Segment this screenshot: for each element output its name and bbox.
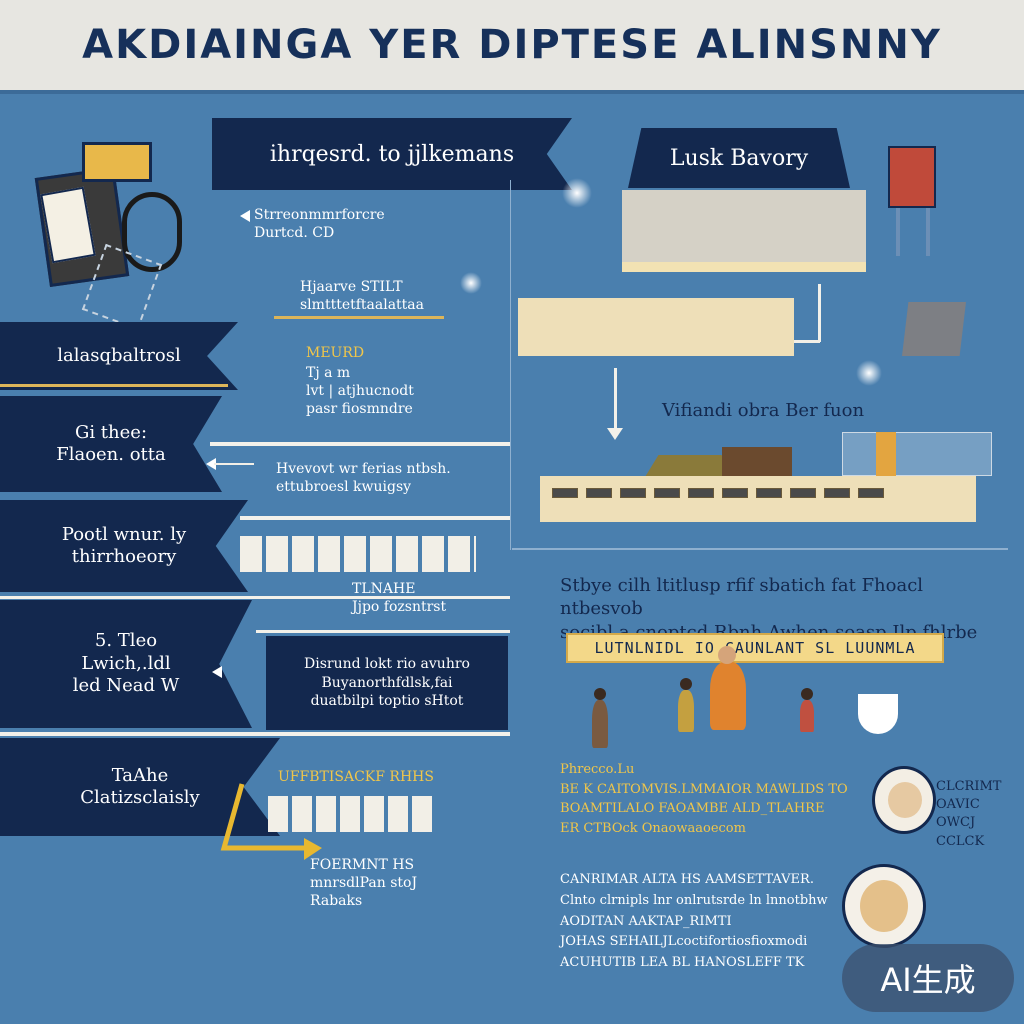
section-title: ihrqesrd. to jjlkemans	[269, 141, 515, 167]
divider-4	[0, 596, 510, 599]
divider-6	[0, 732, 510, 736]
person-icon	[592, 700, 608, 748]
person-head	[594, 688, 606, 700]
arrow-down-line	[614, 368, 617, 434]
arrow-icon	[240, 210, 250, 222]
window-row	[552, 488, 884, 498]
arrow-icon	[212, 666, 222, 678]
sparkle	[856, 360, 882, 386]
factory-icon	[622, 190, 866, 270]
disc-inner	[860, 880, 908, 932]
page-title: AKDIAINGA YER DIPTESE ALINSNNY	[82, 22, 942, 68]
person-icon	[710, 662, 746, 730]
banner-4: 5. Tleo Lwich,.ldl led Nead W	[0, 600, 252, 728]
bar-graphic-2	[268, 796, 436, 832]
info-box: Disrund lokt rio avuhro Buyanorthfdlsk,f…	[266, 636, 508, 730]
gold-arrow-icon	[220, 783, 322, 860]
column-divider	[510, 180, 511, 550]
glass-structure	[842, 432, 992, 476]
sparkle	[562, 178, 592, 208]
factory-floor	[622, 262, 866, 272]
robot-arm-icon	[902, 302, 966, 356]
ai-generated-label: AI生成	[880, 961, 976, 999]
person-head	[680, 678, 692, 690]
gold-note: MEURD	[306, 345, 365, 361]
factory-icon	[540, 476, 976, 522]
note-4: Hvevovt wr ferias ntbsh. ettubroesl kwui…	[276, 461, 451, 496]
divider-3	[240, 516, 510, 520]
header: AKDIAINGA YER DIPTESE ALINSNNY	[0, 0, 1024, 90]
note-2: Hjaarve STILT slmtttetftaalattaa	[300, 279, 424, 314]
bowl-icon	[858, 694, 898, 734]
banner-2-label: Gi thee: Flaoen. otta	[56, 421, 166, 466]
connector	[794, 340, 820, 343]
gold-bar-text: LUTNLNIDL IO CAUNLANT SL LUUNMLA	[594, 639, 916, 657]
arrow-icon	[206, 458, 216, 470]
banner-3-label: Pootl wnur. ly thirrhoeory	[61, 523, 187, 568]
person-icon	[678, 690, 694, 732]
bottom-note: FOERMNT HS mnrsdlPan stoJ Rabaks	[310, 857, 418, 910]
top-note: Strreonmmrforcre Durtcd. CD	[254, 207, 385, 242]
machine-legs	[896, 208, 930, 256]
roof	[722, 447, 792, 477]
person-head	[801, 688, 813, 700]
machine-icon	[22, 142, 202, 331]
person-icon	[800, 700, 814, 732]
divider-5	[256, 630, 510, 633]
person-head	[718, 646, 736, 664]
banner-4-label: 5. Tleo Lwich,.ldl led Nead W	[72, 630, 180, 697]
banner-3: Pootl wnur. ly thirrhoeory	[0, 500, 248, 592]
banner-1-label: lalasqbaltrosl	[57, 344, 181, 366]
connector	[818, 284, 821, 342]
people-notes-right: CLCRIMT OAVIC OWCJ CCLCK	[936, 779, 1002, 849]
right-ribbon: Lusk Bavory	[628, 128, 850, 188]
banner-2: Gi thee: Flaoen. otta	[0, 396, 222, 492]
ground-line	[512, 548, 1008, 550]
roof	[645, 455, 735, 477]
pointer-line	[214, 463, 254, 465]
sparkle	[460, 272, 482, 294]
arrow-down-icon	[607, 428, 623, 440]
gold-bar: LUTNLNIDL IO CAUNLANT SL LUUNMLA	[566, 633, 944, 663]
ai-generated-badge: AI生成	[842, 944, 1014, 1012]
factory-icon	[518, 298, 794, 356]
info-box-text: Disrund lokt rio avuhro Buyanorthfdlsk,f…	[304, 655, 470, 710]
section-title-ribbon: ihrqesrd. to jjlkemans	[212, 118, 572, 190]
note-5: TLNAHE Jjpo fozsntrst	[352, 581, 447, 616]
people-notes: Phrecco.Lu BE K CAITOMVIS.LMMAIOR MAWLID…	[560, 762, 848, 836]
machine-icon	[888, 146, 936, 208]
tower	[876, 432, 896, 486]
banner-1: lalasqbaltrosl	[0, 322, 238, 390]
gold-caption: UFFBTISACKF RHHS	[278, 769, 434, 785]
factory-label: Vifiandi obra Ber fuon	[662, 400, 865, 421]
bar-graphic	[240, 536, 476, 572]
header-divider	[0, 90, 1024, 94]
divider-2	[210, 442, 510, 446]
note-3: Tj a m lvt | atjhucnodt pasr fiosmndre	[306, 365, 414, 418]
banner-5-label: TaAhe Clatizsclaisly	[80, 764, 200, 809]
gold-underline	[274, 316, 444, 319]
banner-1-gold-line	[0, 384, 228, 387]
bottom-block: CANRIMAR ALTA HS AAMSETTAVER. Clnto clrn…	[560, 872, 828, 971]
disc-inner	[888, 782, 922, 818]
right-ribbon-title: Lusk Bavory	[669, 145, 809, 171]
